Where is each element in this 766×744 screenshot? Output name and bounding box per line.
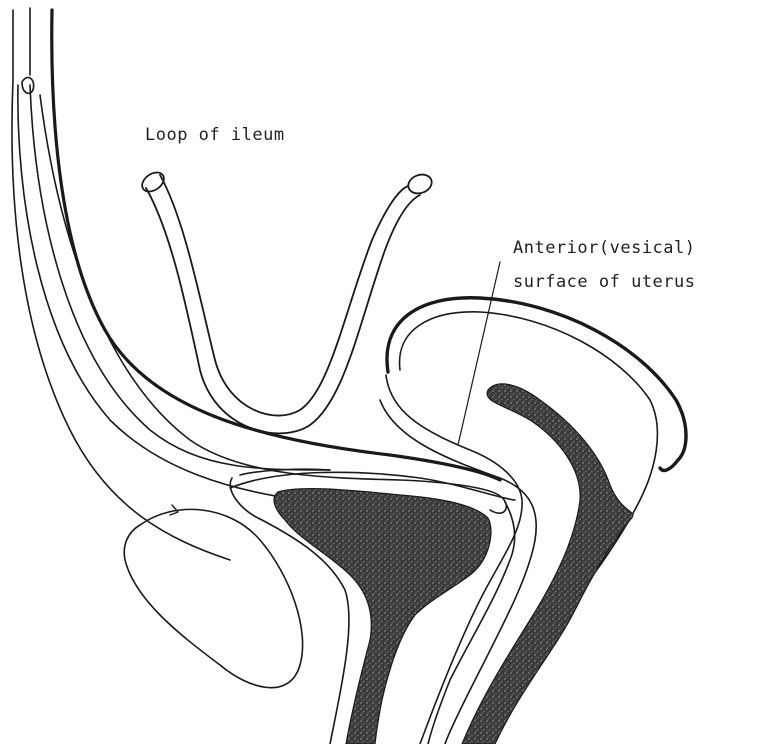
label-anterior-surface-line2: surface of uterus <box>513 272 696 292</box>
anterior-surface-pointer <box>458 262 500 445</box>
label-anterior-surface-line1: Anterior(vesical) <box>513 238 696 258</box>
label-loop-of-ileum: Loop of ileum <box>145 125 285 145</box>
lower-cavity <box>274 489 491 744</box>
peritoneal-fold <box>40 95 515 513</box>
bladder <box>124 505 302 688</box>
uterine-cavity <box>462 384 633 744</box>
ileum-loop <box>139 169 435 434</box>
